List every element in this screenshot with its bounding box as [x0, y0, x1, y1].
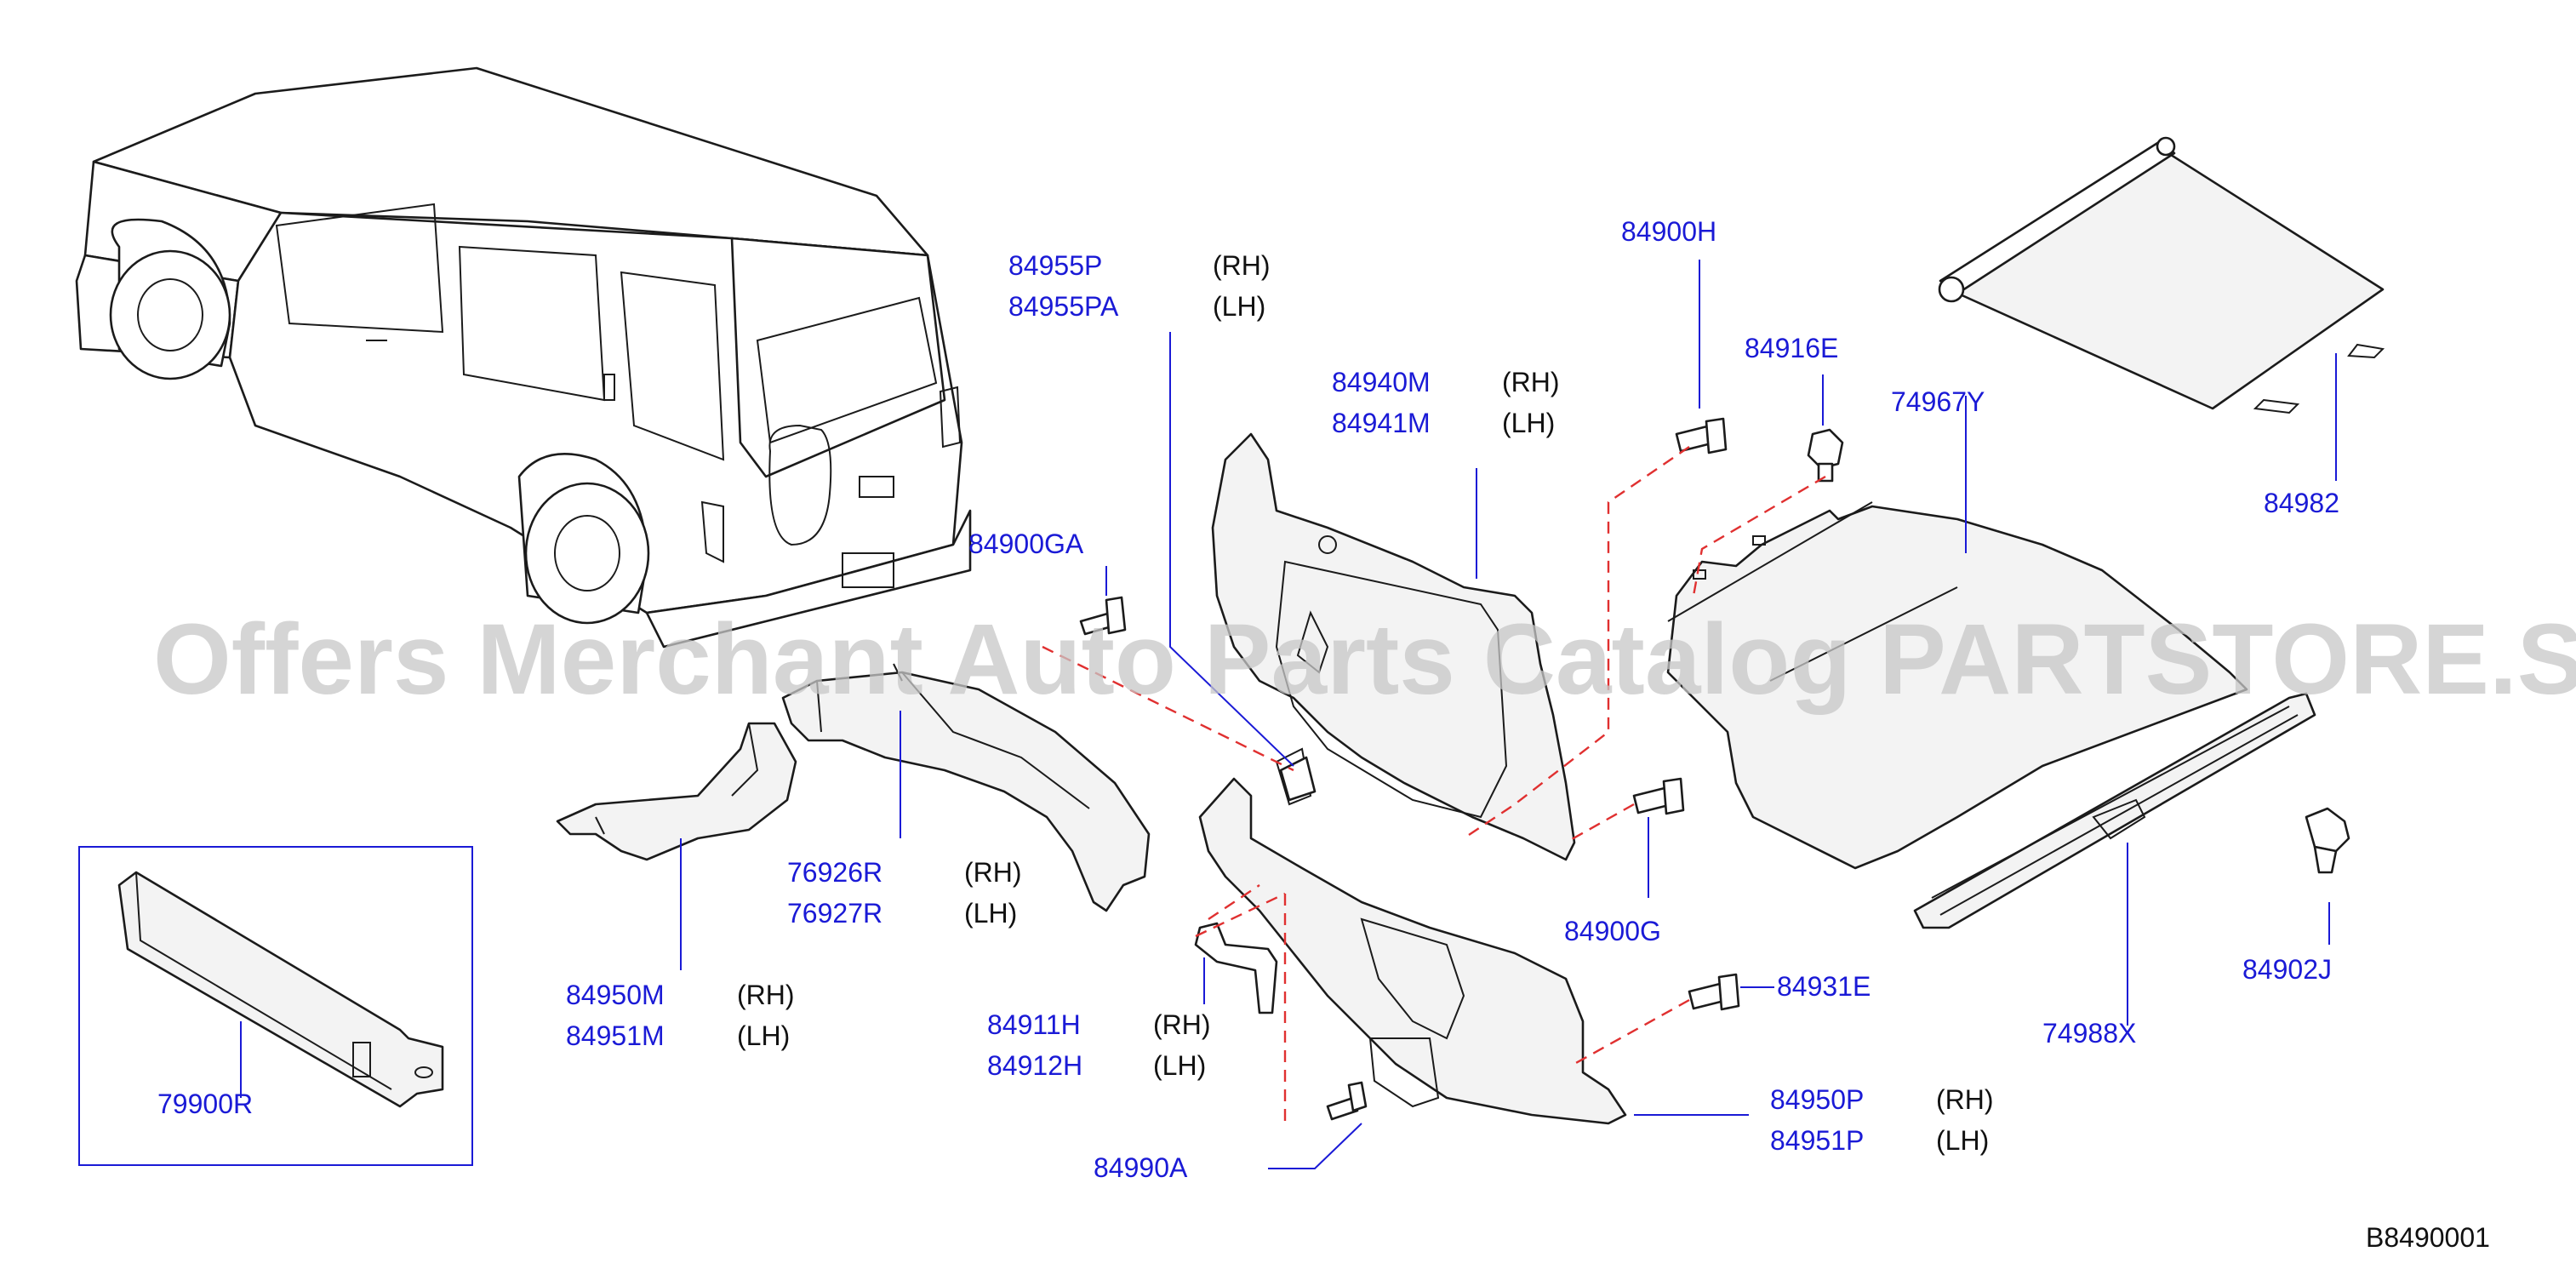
- label-84950M: 84950M: [566, 980, 665, 1010]
- side-84955P: (RH): [1213, 250, 1271, 281]
- side-84950P: (RH): [1936, 1084, 1994, 1115]
- label-74967Y: 74967Y: [1891, 386, 1985, 417]
- watermark: Offers Merchant Auto Parts Catalog PARTS…: [153, 603, 2576, 716]
- part-76926R-wheelhouse: [781, 663, 1151, 912]
- label-74988X: 74988X: [2042, 1018, 2136, 1049]
- part-84950P-lower-trim: [1198, 747, 1749, 1125]
- side-84911H: (RH): [1153, 1009, 1211, 1040]
- part-74988X-sill-plate: [1913, 692, 2316, 1026]
- side-84912H: (LH): [1153, 1050, 1206, 1081]
- side-84940M: (RH): [1502, 367, 1560, 397]
- part-84950M-bracket: [556, 722, 797, 970]
- clip-84931E: [1688, 973, 1774, 1011]
- screw-84990A: [1268, 1081, 1368, 1169]
- side-84951P: (LH): [1936, 1125, 1989, 1156]
- side-84941M: (LH): [1502, 408, 1555, 438]
- side-76927R: (LH): [964, 898, 1017, 929]
- part-labels: 84955P (RH) 84955PA (LH) 84900H 84940M (…: [157, 216, 2339, 1183]
- side-84955PA: (LH): [1213, 291, 1265, 322]
- label-76926R: 76926R: [787, 857, 882, 888]
- label-84941M: 84941M: [1332, 408, 1431, 438]
- label-84900GA: 84900GA: [968, 529, 1084, 559]
- vehicle-illustration: [75, 66, 972, 649]
- label-84951M: 84951M: [566, 1020, 665, 1051]
- label-84900H: 84900H: [1621, 216, 1716, 247]
- label-84912H: 84912H: [987, 1050, 1082, 1081]
- fastener-paths: [1042, 446, 1826, 1123]
- label-84931E: 84931E: [1777, 971, 1871, 1002]
- diagram-code: B8490001: [2366, 1222, 2490, 1253]
- clip-84900GA: [1079, 566, 1127, 636]
- label-84940M: 84940M: [1332, 367, 1431, 397]
- part-74967Y-cargo-mat: [1666, 396, 2248, 870]
- part-84940M-upper-trim: [1211, 432, 1576, 861]
- label-84902J: 84902J: [2242, 954, 2332, 985]
- side-84951M: (LH): [737, 1020, 790, 1051]
- label-84955PA: 84955PA: [1008, 291, 1119, 322]
- clip-84916E: [1807, 374, 1844, 483]
- label-84990A: 84990A: [1094, 1152, 1188, 1183]
- bracket-84911H: [1194, 922, 1278, 1014]
- inset-79900R: [78, 846, 473, 1166]
- label-84955P: 84955P: [1008, 250, 1102, 281]
- label-84900G: 84900G: [1564, 916, 1661, 946]
- side-76926R: (RH): [964, 857, 1022, 888]
- clip-84900H: [1675, 260, 1728, 454]
- label-84951P: 84951P: [1770, 1125, 1864, 1156]
- clip-84900G: [1632, 777, 1685, 898]
- label-84982: 84982: [2264, 488, 2339, 518]
- clip-84902J: [2305, 807, 2350, 945]
- part-84982-tonneau-cover: [1938, 136, 2385, 481]
- label-84916E: 84916E: [1745, 333, 1838, 363]
- label-79900R: 79900R: [157, 1089, 253, 1119]
- side-84950M: (RH): [737, 980, 795, 1010]
- label-76927R: 76927R: [787, 898, 882, 929]
- label-84911H: 84911H: [987, 1009, 1081, 1040]
- fasteners: [1079, 260, 2350, 1169]
- label-84950P: 84950P: [1770, 1084, 1864, 1115]
